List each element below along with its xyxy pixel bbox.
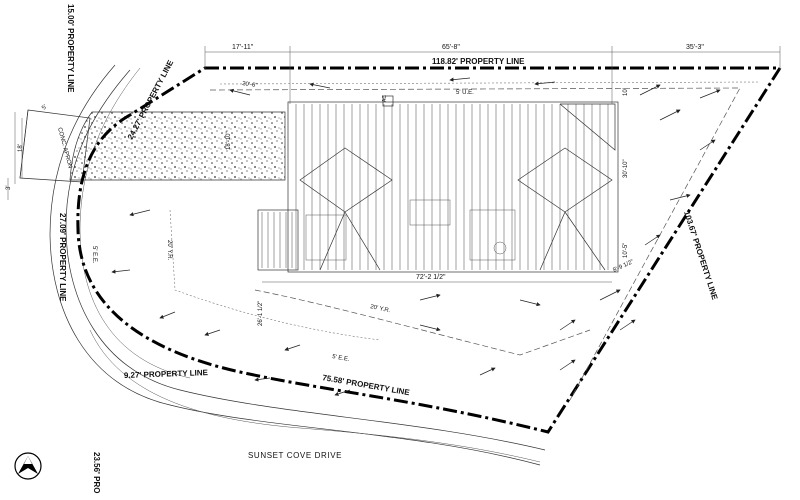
north-arrow-icon — [14, 452, 42, 480]
drainage-arrow — [644, 234, 661, 246]
drainage-arrow — [334, 389, 351, 396]
drainage-arrow — [419, 293, 441, 301]
drainage-arrow — [111, 269, 131, 274]
house-width-dimension: 72'-2 1/2" — [262, 274, 612, 283]
property-line-south-short: 9.27' PROPERTY LINE — [124, 368, 209, 380]
setback-line-front — [254, 289, 591, 356]
ac-unit — [382, 95, 394, 107]
south-edge-easement-label: 5' E.E. — [332, 354, 351, 363]
roof-ridge-left — [319, 211, 381, 271]
dim-top-right: 35'-3" — [686, 44, 704, 51]
ac-label: AC — [382, 95, 388, 102]
dim-top-mid: 65'-8" — [442, 44, 460, 51]
property-line-north: 118.82' PROPERTY LINE — [432, 57, 525, 66]
drainage-arrow — [534, 81, 556, 86]
roof-hip-right — [559, 103, 616, 151]
roof-hatching — [261, 104, 609, 270]
drainage-arrow — [699, 89, 721, 99]
roof-gable-left — [299, 147, 393, 213]
driveway-paving — [69, 111, 286, 181]
dim-right-offset-b: 8'-9 1/2" — [612, 259, 634, 274]
dim-front-depth: 26'-1 1/2" — [258, 301, 264, 326]
roof-gable-right — [517, 147, 613, 213]
setback-line — [209, 87, 741, 401]
dim-house-width: 72'-2 1/2" — [416, 274, 446, 281]
street-centerline — [89, 329, 541, 463]
drainage-arrow — [129, 209, 151, 217]
house-footprint: AC — [257, 95, 619, 273]
drainage-arrow — [669, 193, 691, 201]
drainage-arrow — [639, 84, 661, 96]
drainage-arrow — [479, 367, 496, 376]
roof-ridge-right — [539, 211, 606, 271]
drainage-arrow — [559, 319, 576, 331]
side-yard-line — [169, 209, 381, 341]
top-dimensions: 17'-11" 65'-8" 35'-3" — [204, 44, 781, 104]
drainage-arrow — [419, 324, 441, 332]
drainage-arrow — [519, 299, 541, 307]
dim-left-small-a: 5' — [41, 104, 48, 111]
dim-right-offset-a: 10'-5" — [623, 243, 629, 258]
east-edge-easement-label: 5' E.E. — [91, 246, 97, 264]
drainage-arrow — [659, 109, 681, 121]
dim-left-small-c: 3' — [6, 186, 12, 190]
dim-left-small-b: 18' — [18, 144, 24, 152]
drainage-arrow — [229, 88, 251, 96]
front-yard-label: 20' Y.R. — [166, 240, 172, 261]
apron-label: CONC. APRON — [56, 127, 73, 169]
property-boundary — [76, 66, 783, 434]
drainage-arrow — [619, 319, 636, 331]
drainage-arrow — [159, 311, 176, 319]
utility-easement — [219, 81, 761, 85]
property-line-far-west-top: 15.00' PROPERTY LINE — [66, 4, 75, 93]
drainage-arrow — [449, 77, 471, 82]
property-line-far-west-bottom: 23.56' PRO — [92, 452, 101, 493]
street-name-label: SUNSET COVE DRIVE — [248, 451, 342, 460]
side-yard-label: 20' Y.R. — [370, 304, 391, 314]
drainage-arrows — [111, 77, 721, 396]
dim-apron-depth: 18'-10" — [226, 131, 232, 150]
drainage-arrow — [204, 329, 221, 336]
drainage-arrow — [599, 289, 621, 301]
dim-top-left: 17'-11" — [232, 44, 254, 51]
property-line-east: 103.67' PROPERTY LINE — [682, 210, 719, 302]
utility-easement-label: 5' U.E. — [456, 90, 474, 96]
dim-right-depth: 30'-10" — [623, 159, 629, 178]
street-edge — [79, 67, 191, 379]
dim-left-setback: 20'-6" — [242, 81, 258, 89]
drainage-arrow — [699, 139, 716, 151]
drainage-arrow — [309, 82, 331, 89]
drainage-arrow — [559, 359, 576, 371]
property-line-west: 27.09' PROPERTY LINE — [58, 213, 67, 302]
drainage-arrow — [254, 377, 271, 382]
drainage-arrow — [284, 344, 301, 351]
property-line-south-arc: 75.58' PROPERTY LINE — [322, 373, 411, 397]
dim-right-small: 10' — [623, 88, 629, 96]
